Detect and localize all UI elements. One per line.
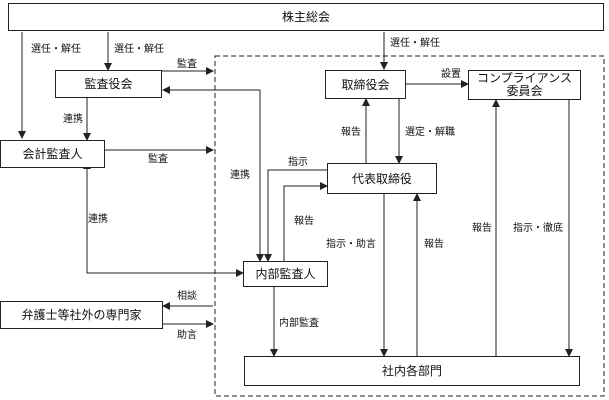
label-elect-dismiss-2: 選任・解任 [114,44,164,55]
node-representative-director-label: 代表取締役 [351,171,412,186]
node-internal-audit: 内部監査人 [243,261,328,287]
node-compliance-committee-label: コンプライアンス 委員会 [477,71,572,98]
node-accounting-auditor-label: 会計監査人 [22,147,83,161]
label-instruct: 指示 [288,157,308,168]
node-auditors-label: 監査役会 [84,77,133,91]
arrow-accounting-internal-audit [86,161,244,277]
node-auditors: 監査役会 [55,70,162,98]
node-accounting-auditor: 会計監査人 [0,140,105,168]
label-instruct-enforce: 指示・徹底 [513,223,563,234]
node-compliance-committee: コンプライアンス 委員会 [468,70,581,100]
node-external-experts-label: 弁護士等社外の専門家 [21,308,142,322]
node-board-label: 取締役会 [341,77,390,92]
label-audit-top: 監査 [177,59,197,70]
label-consult: 相談 [177,291,197,302]
node-board: 取締役会 [325,70,406,99]
node-external-experts: 弁護士等社外の専門家 [0,301,163,329]
label-report-2: 報告 [294,216,314,227]
label-report-1: 報告 [341,127,361,138]
node-departments: 社内各部門 [244,356,580,386]
label-appoint-remove: 選定・解職 [405,127,455,138]
node-departments-label: 社内各部門 [381,364,442,378]
label-elect-dismiss-3: 選任・解任 [390,38,440,49]
label-cooperation-1: 連携 [63,114,83,125]
label-establish: 設置 [441,69,461,80]
label-report-3: 報告 [424,239,444,250]
label-audit-mid: 監査 [148,154,168,165]
label-report-4: 報告 [472,223,492,234]
label-cooperation-3: 連携 [88,214,108,225]
arrow-rep-internal-instruct [264,169,327,262]
label-elect-dismiss-1: 選任・解任 [31,44,81,55]
node-representative-director: 代表取締役 [327,163,437,194]
executive-boundary [214,55,605,397]
node-internal-audit-label: 内部監査人 [255,267,316,281]
node-shareholders-label: 株主総会 [281,10,330,24]
arrow-internal-rep-report [283,182,328,261]
label-cooperation-2: 連携 [230,170,250,181]
node-shareholders: 株主総会 [8,3,604,31]
label-internal-audit: 内部監査 [279,318,319,329]
label-instruct-advise: 指示・助言 [326,239,376,250]
label-advise: 助言 [177,330,197,341]
